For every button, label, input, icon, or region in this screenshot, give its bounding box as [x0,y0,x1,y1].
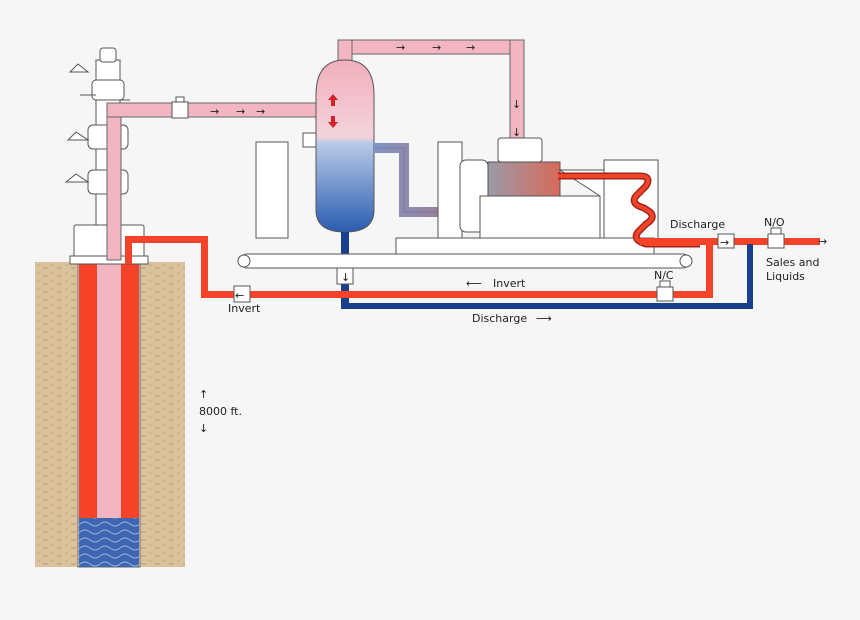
well-water [79,518,139,567]
discharge-line-right [640,227,820,249]
control-panel [255,141,289,239]
up-arrow-icon [328,94,338,106]
well-casing [77,261,141,568]
cooler-coil [558,172,700,248]
flow-arrow: → [432,41,441,54]
invert-label: Invert [493,277,526,290]
liquids-label: Liquids [766,270,805,283]
flow-arrow: → [210,105,219,118]
nc-label: N/C [654,269,674,282]
flow-arrow: → [396,41,405,54]
discharge-label: Discharge [670,218,725,231]
sales-arrow: → [818,235,827,248]
flow-arrow: ↓ [512,98,521,111]
liquid-outlet [336,232,354,308]
flow-arrow: ← [235,289,244,302]
discharge-arrow: ⟶ [536,312,552,325]
gas-valve[interactable] [171,101,189,119]
invert-arrow: ⟵ [466,277,482,290]
compressor-skid [237,137,693,269]
flow-arrow: ↓ [341,271,350,284]
down-arrow-icon [328,116,338,128]
separator-vessel [302,59,375,233]
depth-down-arrow: ↓ [199,422,208,435]
nc-valve[interactable] [656,286,674,302]
depth-label: 8000 ft. [199,405,242,418]
flow-arrow: ↓ [512,126,521,139]
no-label: N/O [764,216,785,229]
flow-arrow: → [466,41,475,54]
flow-arrow: → [256,105,265,118]
flow-arrow: → [236,105,245,118]
no-valve[interactable] [767,233,785,249]
invert-line [125,236,713,298]
flow-arrow: → [720,236,729,249]
gas-riser [106,109,122,261]
depth-up-arrow: ↑ [199,388,208,401]
liquid-discharge-line [341,244,753,309]
invert-label-left: Invert [228,302,261,315]
discharge-check-valve[interactable] [717,233,735,249]
invert-check-valve[interactable] [233,285,251,303]
discharge-bottom-label: Discharge [472,312,527,325]
sales-label: Sales and [766,256,819,269]
